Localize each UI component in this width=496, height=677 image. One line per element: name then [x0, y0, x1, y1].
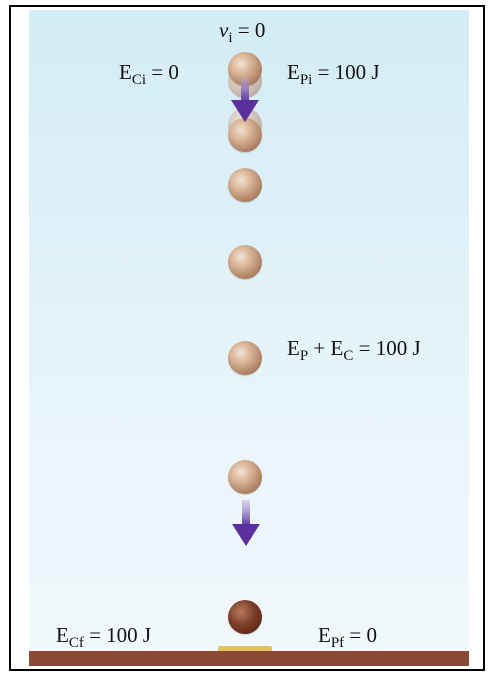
ball-position-5 — [228, 341, 262, 375]
mid-plus: + — [308, 336, 331, 360]
ground — [29, 651, 469, 666]
ep-f-symbol: E — [318, 623, 331, 647]
initial-potential-energy-label: EPi = 100 J — [287, 60, 380, 88]
initial-velocity-label: vi = 0 — [219, 18, 266, 46]
down-arrow-icon — [232, 500, 260, 546]
ball-position-6 — [228, 460, 262, 494]
ep-f-value: = 0 — [344, 623, 378, 647]
ball-final — [228, 600, 262, 634]
total-energy-label: EP + EC = 100 J — [287, 336, 421, 364]
mid-ec-subscript: C — [343, 348, 354, 364]
ep-i-subscript: Pi — [299, 72, 313, 88]
ep-i-value: = 100 J — [312, 60, 380, 84]
velocity-subscript: i — [228, 30, 233, 46]
ball-position-4 — [228, 245, 262, 279]
initial-kinetic-energy-label: ECi = 0 — [119, 60, 179, 88]
final-potential-energy-label: EPf = 0 — [318, 623, 378, 651]
ec-f-value: = 100 J — [83, 623, 152, 647]
impact-patch — [218, 646, 272, 652]
ec-i-subscript: Ci — [131, 72, 147, 88]
ball-position-3 — [228, 168, 262, 202]
mid-ec-symbol: E — [330, 336, 344, 360]
ep-f-subscript: Pf — [330, 635, 345, 651]
mid-value: = 100 J — [353, 336, 421, 360]
velocity-value: = 0 — [232, 18, 266, 42]
mid-ep-symbol: E — [287, 336, 300, 360]
mid-ep-subscript: P — [299, 348, 309, 364]
down-arrow-icon — [231, 78, 259, 122]
final-kinetic-energy-label: ECf = 100 J — [56, 623, 152, 651]
ball-position-2 — [228, 118, 262, 152]
ec-i-value: = 0 — [146, 60, 179, 84]
ep-i-symbol: E — [287, 60, 300, 84]
ec-i-symbol: E — [119, 60, 132, 84]
ec-f-subscript: Cf — [68, 635, 84, 651]
ec-f-symbol: E — [56, 623, 69, 647]
velocity-symbol: v — [219, 18, 229, 42]
